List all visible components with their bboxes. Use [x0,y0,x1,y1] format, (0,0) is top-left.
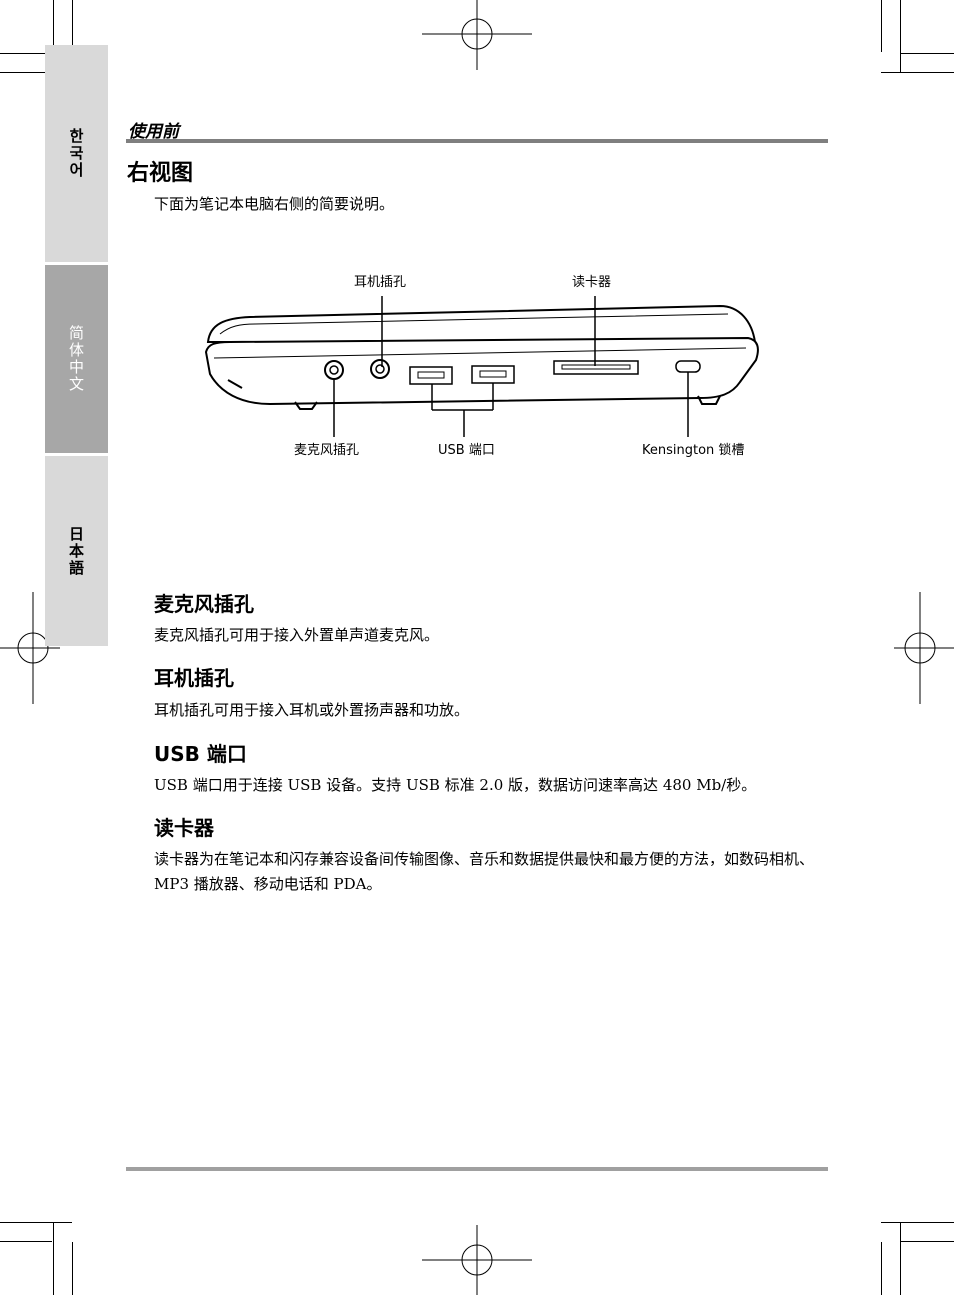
heading-headphone-jack: 耳机插孔 [154,662,234,691]
registration-mark-bottom [420,1225,534,1295]
body-mic-jack: 麦克风插孔可用于接入外置单声道麦克风。 [154,623,834,648]
tab-simplified-chinese[interactable]: 简体中文 [45,265,108,453]
callout-usb-port: USB 端口 [438,439,495,458]
registration-mark-right [894,592,954,704]
heading-mic-jack: 麦克风插孔 [154,588,254,617]
tab-korean[interactable]: 한국어 [45,45,108,262]
callout-card-reader: 读卡器 [572,271,611,290]
footer-rule [126,1167,828,1171]
tab-simplified-chinese-label: 简体中文 [66,325,87,393]
body-usb-port: USB 端口用于连接 USB 设备。支持 USB 标准 2.0 版，数据访问速率… [154,773,834,798]
page-title: 右视图 [127,155,193,187]
body-card-reader: 读卡器为在笔记本和闪存兼容设备间传输图像、音乐和数据提供最快和最方便的方法，如数… [154,847,834,897]
header-rule [126,139,828,143]
tab-japanese[interactable]: 日本語 [45,456,108,646]
heading-usb-port: USB 端口 [154,738,247,767]
tab-korean-label: 한국어 [66,128,87,179]
body-headphone-jack: 耳机插孔可用于接入耳机或外置扬声器和功放。 [154,698,834,723]
intro-text: 下面为笔记本电脑右侧的简要说明。 [154,192,834,217]
registration-mark-top [420,0,534,70]
callout-kensington-slot: Kensington 锁槽 [642,439,744,458]
callout-mic-jack: 麦克风插孔 [294,439,359,458]
heading-card-reader: 读卡器 [154,812,214,841]
laptop-right-side-diagram: 耳机插孔 读卡器 麦克风插孔 USB 端口 Kensington 锁槽 [180,262,780,472]
callout-headphone-jack: 耳机插孔 [354,271,406,290]
tab-japanese-label: 日本語 [66,526,87,577]
